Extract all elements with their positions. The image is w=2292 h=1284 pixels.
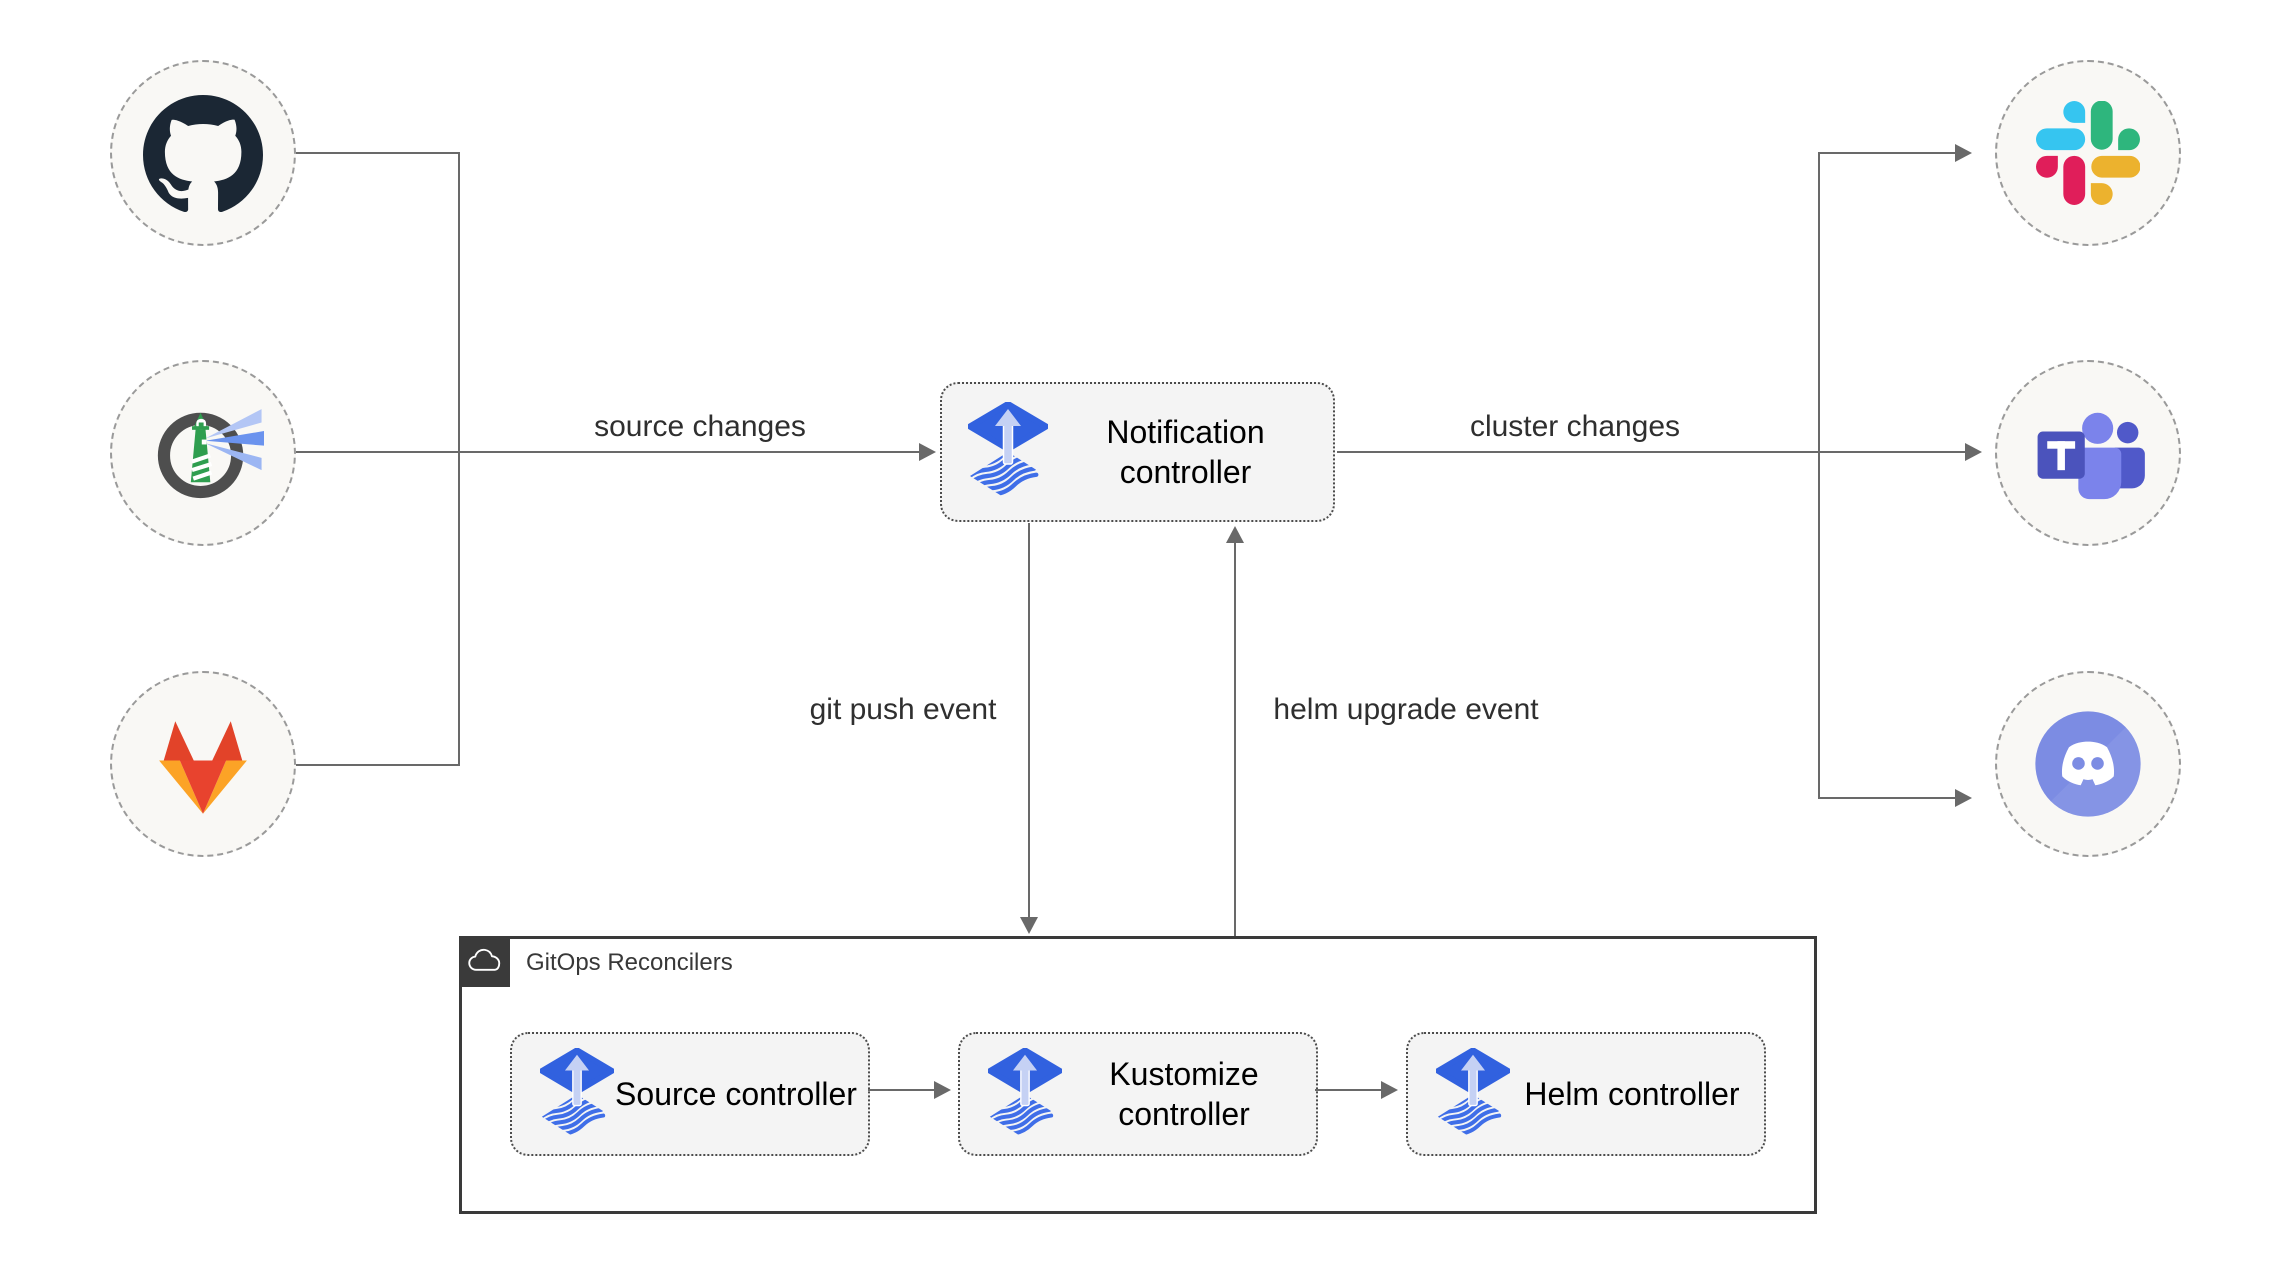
flux-icon [988, 1047, 1062, 1139]
edge-label-git-push-event: git push event [803, 693, 1003, 727]
edge-label-helm-upgrade-event: helm upgrade event [1267, 693, 1545, 727]
slack-node [1995, 60, 2181, 246]
edge-source-kustomize-line [868, 1089, 935, 1091]
arrowhead-source-kustomize [934, 1081, 951, 1099]
gitlab-icon [159, 721, 247, 814]
source-controller-node: Source controller [510, 1032, 870, 1156]
harbor-node [110, 360, 296, 546]
flux-icon [540, 1047, 614, 1139]
teams-icon [2037, 412, 2145, 500]
discord-node [1995, 671, 2181, 857]
edge-helm-upgrade-line [1234, 543, 1236, 936]
edge-discord-line [1818, 797, 1956, 799]
notification-controller-node: Notification controller [940, 382, 1335, 522]
gitops-reconcilers-group: GitOps Reconcilers [459, 936, 1817, 1214]
edge-cluster-changes-line [1337, 451, 1966, 453]
arrowhead-git-push [1020, 917, 1038, 934]
arrowhead-source-changes [919, 443, 936, 461]
flux-icon [1436, 1047, 1510, 1139]
gitops-corner-badge [459, 936, 510, 987]
arrowhead-teams [1965, 443, 1982, 461]
github-icon [143, 94, 263, 212]
edge-label-cluster-changes: cluster changes [1463, 410, 1687, 444]
discord-icon [2035, 711, 2142, 819]
slack-icon [2036, 101, 2140, 205]
edge-gitlab-line [296, 764, 459, 766]
notification-controller-label: Notification controller [1106, 414, 1265, 490]
flux-icon [968, 402, 1048, 500]
teams-node [1995, 360, 2181, 546]
edge-source-changes-line [296, 451, 920, 453]
gitops-group-label: GitOps Reconcilers [526, 949, 733, 976]
edge-git-push-line [1028, 523, 1030, 919]
source-controller-label: Source controller [615, 1076, 857, 1112]
cloud-icon [467, 948, 500, 971]
edge-kustomize-helm-line [1315, 1089, 1382, 1091]
helm-controller-label: Helm controller [1524, 1076, 1740, 1112]
edge-label-source-changes: source changes [588, 410, 812, 444]
arrowhead-kustomize-helm [1381, 1081, 1398, 1099]
gitlab-node [110, 671, 296, 857]
edge-right-trunk [1818, 152, 1820, 798]
edge-github-line [296, 152, 459, 154]
arrowhead-discord [1955, 789, 1972, 807]
edge-slack-line [1818, 152, 1956, 154]
kustomize-controller-node: Kustomize controller [958, 1032, 1318, 1156]
kustomize-controller-label: Kustomize controller [1109, 1056, 1259, 1132]
arrowhead-slack [1955, 144, 1972, 162]
helm-controller-node: Helm controller [1406, 1032, 1766, 1156]
harbor-icon [157, 409, 264, 499]
arrowhead-helm-upgrade [1226, 526, 1244, 543]
github-node [110, 60, 296, 246]
edge-left-trunk [458, 152, 460, 766]
